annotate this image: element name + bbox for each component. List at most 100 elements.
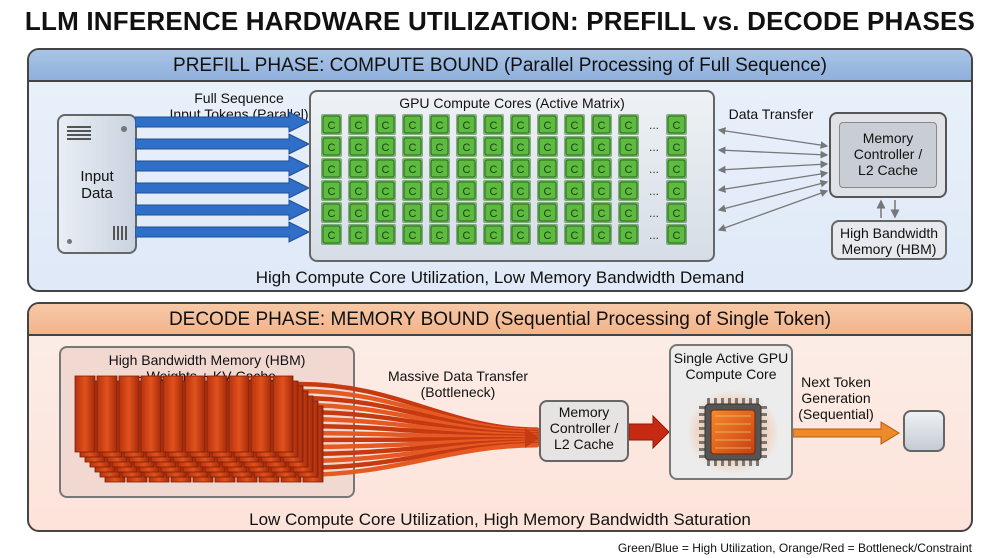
compute-core: C xyxy=(456,114,477,135)
compute-core: C xyxy=(537,224,558,245)
svg-text:C: C xyxy=(328,120,336,132)
svg-text:C: C xyxy=(436,164,444,176)
active-core-chip-icon xyxy=(687,390,779,474)
svg-text:C: C xyxy=(409,186,417,198)
svg-text:C: C xyxy=(409,142,417,154)
svg-text:C: C xyxy=(490,164,498,176)
compute-core: C xyxy=(666,158,687,179)
svg-text:C: C xyxy=(382,164,390,176)
compute-core: C xyxy=(348,114,369,135)
svg-text:C: C xyxy=(517,164,525,176)
single-core-box: Single Active GPU Compute Core xyxy=(669,344,793,480)
server-led-icon xyxy=(121,126,127,132)
prefill-footer: High Compute Core Utilization, Low Memor… xyxy=(255,268,745,287)
controller-to-core-arrow xyxy=(629,414,670,450)
compute-core: C xyxy=(348,180,369,201)
data-transfer-arrow xyxy=(717,127,829,149)
svg-text:C: C xyxy=(355,142,363,154)
compute-core: C xyxy=(591,158,612,179)
decode-panel: DECODE PHASE: MEMORY BOUND (Sequential P… xyxy=(27,302,973,532)
svg-text:C: C xyxy=(490,230,498,242)
compute-core: C xyxy=(591,114,612,135)
compute-core: C xyxy=(429,202,450,223)
svg-text:C: C xyxy=(598,142,606,154)
svg-text:C: C xyxy=(382,208,390,220)
compute-core: C xyxy=(375,114,396,135)
legend-note: Green/Blue = High Utilization, Orange/Re… xyxy=(617,541,972,555)
next-token-label: Next Token Generation (Sequential) xyxy=(798,374,874,422)
compute-core: C xyxy=(618,136,639,157)
compute-core: C xyxy=(483,202,504,223)
svg-text:C: C xyxy=(571,164,579,176)
svg-text:C: C xyxy=(625,164,633,176)
compute-core: C xyxy=(483,114,504,135)
compute-core: C xyxy=(429,136,450,157)
compute-core: C xyxy=(537,114,558,135)
svg-text:C: C xyxy=(673,142,681,154)
svg-text:C: C xyxy=(436,186,444,198)
decode-footer: Low Compute Core Utilization, High Memor… xyxy=(249,510,751,529)
svg-text:C: C xyxy=(544,120,552,132)
compute-core: C xyxy=(375,136,396,157)
compute-core: C xyxy=(510,158,531,179)
compute-core: C xyxy=(402,202,423,223)
svg-text:C: C xyxy=(355,164,363,176)
svg-text:C: C xyxy=(625,142,633,154)
decode-header: DECODE PHASE: MEMORY BOUND (Sequential P… xyxy=(29,304,971,336)
massive-transfer-label: Massive Data Transfer (Bottleneck) xyxy=(387,368,529,400)
memory-banks xyxy=(74,375,540,483)
svg-text:C: C xyxy=(328,208,336,220)
svg-text:C: C xyxy=(355,186,363,198)
hbm-link-arrows xyxy=(876,199,900,219)
input-token-arrow xyxy=(135,221,311,243)
compute-core: C xyxy=(483,158,504,179)
svg-text:C: C xyxy=(490,120,498,132)
svg-text:C: C xyxy=(463,186,471,198)
compute-core: C xyxy=(666,202,687,223)
compute-core: C xyxy=(375,224,396,245)
compute-core: C xyxy=(483,180,504,201)
svg-text:C: C xyxy=(598,230,606,242)
svg-text:C: C xyxy=(409,208,417,220)
compute-core: C xyxy=(375,158,396,179)
svg-text:C: C xyxy=(517,208,525,220)
compute-core: C xyxy=(321,114,342,135)
svg-text:C: C xyxy=(544,208,552,220)
compute-core: C xyxy=(456,158,477,179)
diagram-title: LLM INFERENCE HARDWARE UTILIZATION: PREF… xyxy=(24,6,976,36)
svg-text:C: C xyxy=(463,208,471,220)
svg-text:C: C xyxy=(517,142,525,154)
svg-text:C: C xyxy=(436,230,444,242)
svg-text:C: C xyxy=(673,164,681,176)
data-flow-arrowhead xyxy=(525,428,539,448)
svg-text:C: C xyxy=(436,142,444,154)
prefill-memory-controller-label: Memory Controller / L2 Cache xyxy=(853,130,923,178)
compute-core: C xyxy=(537,202,558,223)
prefill-memory-controller: Memory Controller / L2 Cache xyxy=(829,112,947,198)
compute-core: C xyxy=(348,158,369,179)
compute-core: C xyxy=(456,180,477,201)
transfer-arrows xyxy=(717,127,829,232)
compute-core: C xyxy=(618,202,639,223)
svg-text:C: C xyxy=(673,186,681,198)
svg-text:C: C xyxy=(409,164,417,176)
svg-text:C: C xyxy=(598,120,606,132)
compute-core: C xyxy=(402,114,423,135)
compute-core: C xyxy=(618,180,639,201)
compute-core: C xyxy=(321,224,342,245)
data-flow-line xyxy=(296,442,540,478)
svg-text:C: C xyxy=(355,208,363,220)
decode-memory-controller-label: Memory Controller / L2 Cache xyxy=(549,404,619,452)
gpu-matrix-label: GPU Compute Cores (Active Matrix) xyxy=(399,95,625,111)
compute-core: C xyxy=(375,202,396,223)
compute-core: C xyxy=(510,180,531,201)
svg-text:C: C xyxy=(490,186,498,198)
svg-text:C: C xyxy=(625,208,633,220)
svg-text:C: C xyxy=(355,120,363,132)
svg-text:C: C xyxy=(436,208,444,220)
compute-core: C xyxy=(429,180,450,201)
svg-text:C: C xyxy=(490,208,498,220)
input-arrows xyxy=(135,111,311,243)
prefill-header: PREFILL PHASE: COMPUTE BOUND (Parallel P… xyxy=(29,50,971,82)
